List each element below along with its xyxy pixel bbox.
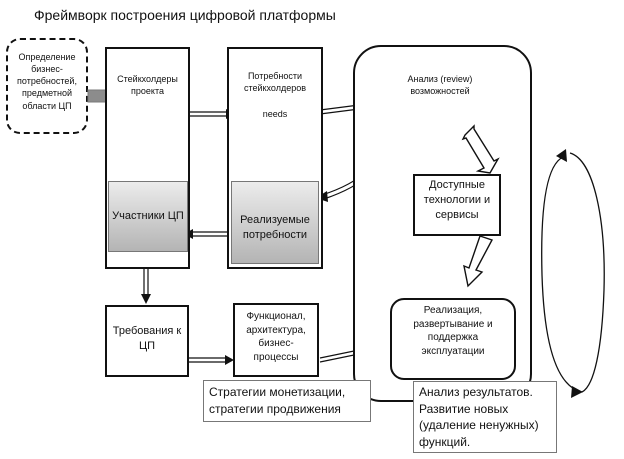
hollow-down-arrow-icon: [463, 235, 494, 288]
participants-box: [108, 181, 188, 252]
hollow-up-arrow-icon: [461, 124, 500, 174]
functional-text: Функционал, архитектура, бизнес- процесс…: [246, 311, 306, 363]
analysis-text: Анализ результатов. Развитие новых (удал…: [419, 385, 539, 449]
needs-title-text: Потребности стейкхолдеров: [244, 71, 306, 94]
needs-label: needs: [262, 109, 288, 119]
monetization-box: [203, 380, 371, 422]
requirements-box: [105, 305, 189, 377]
review-text: Анализ (review) возможностей: [407, 74, 473, 97]
business-definition-text: Определение бизнес- потребностей, предме…: [17, 52, 77, 111]
technologies-text: Доступные технологии и сервисы: [423, 179, 491, 221]
monetization-text: Стратегии монетизации, стратегии продвиж…: [209, 385, 346, 416]
implementation-box: [390, 298, 516, 380]
technologies-box: [413, 174, 501, 236]
functional-box: [233, 303, 319, 377]
participants-text: Участники ЦП: [112, 210, 184, 222]
analysis-box: [413, 381, 557, 453]
implementation-text: Реализация, развертывание и поддержка эк…: [413, 305, 493, 357]
business-definition-box: [6, 38, 88, 134]
feedback-loop: [541, 149, 605, 398]
realized-needs-text: Реализуемые потребности: [240, 214, 310, 241]
arrow-requirements-to-functional: [188, 355, 234, 365]
stakeholders-text: Стейкхолдеры проекта: [117, 74, 178, 97]
realized-needs-box: [231, 181, 319, 264]
requirements-text: Требования к ЦП: [112, 325, 182, 352]
diagram-title: Фреймворк построения цифровой платформы: [34, 7, 336, 23]
